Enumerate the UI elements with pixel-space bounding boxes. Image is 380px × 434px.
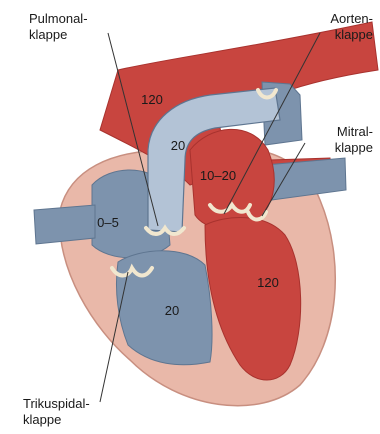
pressure-label-right-ventricle: 20 xyxy=(165,303,179,318)
callout-mitralklappe: Mitral- klappe xyxy=(335,124,373,156)
callout-trikuspidalklappe: Trikuspidal- klappe xyxy=(23,396,90,428)
pressure-label-aorta: 120 xyxy=(141,92,163,107)
callout-trikuspidalklappe-line1: Trikuspidal- xyxy=(23,396,90,412)
pressure-label-left-atrium: 10–20 xyxy=(200,168,236,183)
callout-aortenklappe-line1: Aorten- xyxy=(330,11,373,27)
pressure-label-pulmonary-artery: 20 xyxy=(171,138,185,153)
callout-aortenklappe-line2: klappe xyxy=(330,27,373,43)
callout-pulmonalklappe-line1: Pulmonal- xyxy=(29,11,88,27)
callout-trikuspidalklappe-line2: klappe xyxy=(23,412,90,428)
inferior-vena-cava xyxy=(34,205,95,244)
vein-right-blue xyxy=(265,158,346,200)
callout-pulmonalklappe: Pulmonal- klappe xyxy=(29,11,88,43)
callout-aortenklappe: Aorten- klappe xyxy=(330,11,373,43)
callout-pulmonalklappe-line2: klappe xyxy=(29,27,88,43)
pressure-label-right-atrium: 0–5 xyxy=(97,215,119,230)
callout-mitralklappe-line2: klappe xyxy=(335,140,373,156)
callout-mitralklappe-line1: Mitral- xyxy=(335,124,373,140)
pressure-label-left-ventricle: 120 xyxy=(257,275,279,290)
